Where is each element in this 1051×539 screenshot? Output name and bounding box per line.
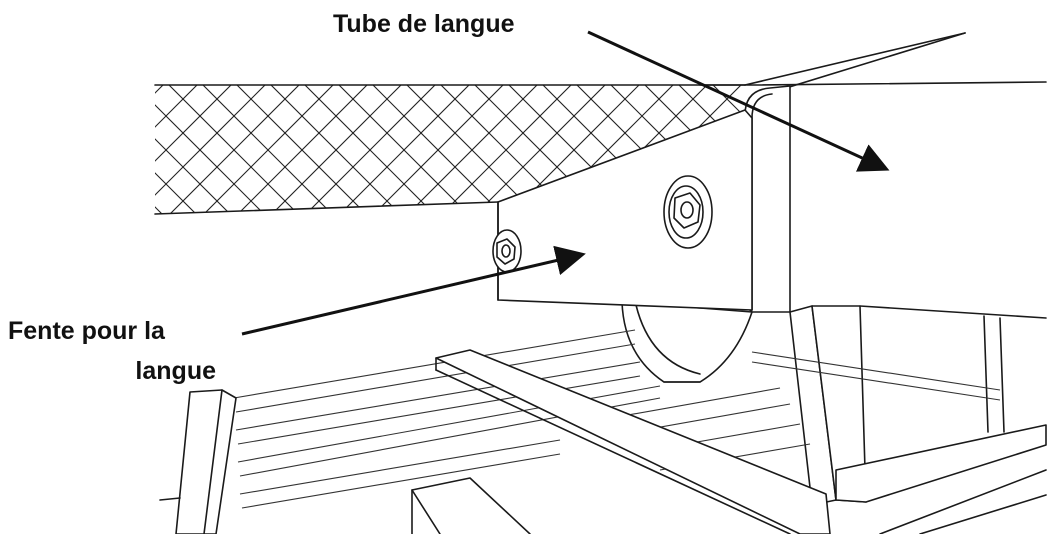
diagonal-rail: [435, 349, 831, 535]
mesh-hatch-line: [0, 60, 154, 240]
mesh-hatch-line: [211, 85, 393, 214]
label-fente-line2: langue: [135, 357, 216, 385]
mesh-hatch-line: [994, 60, 1051, 240]
slot-leader-arrow: [241, 245, 586, 336]
mesh-hatch-line: [926, 60, 1051, 240]
mesh-hatch-line: [926, 60, 1051, 240]
mesh-hatch-line: [858, 60, 1038, 240]
side-plate: [497, 109, 753, 311]
mesh-hatch-line: [1028, 60, 1051, 240]
mesh-hatch-line: [824, 60, 1004, 240]
floor-slats: [233, 329, 1001, 509]
mesh-hatch-line: [960, 60, 1051, 240]
mesh-hatch-line: [155, 85, 257, 214]
mesh-hatch-line: [155, 85, 325, 214]
mesh-hatch-line: [0, 60, 120, 240]
mesh-hatch-line: [155, 85, 291, 214]
frame-uprights: [789, 305, 1047, 535]
mesh-hatch-line: [790, 60, 970, 240]
mesh-hatch-line: [177, 85, 359, 214]
mesh-hatch-line: [0, 60, 154, 240]
mesh-hatch-line: [0, 60, 18, 240]
tongue-tube: [699, 32, 1047, 97]
mesh-hatch-line: [790, 60, 970, 240]
mesh-hatch-line: [892, 60, 1051, 240]
mesh-hatch-line: [0, 60, 120, 240]
label-fente-line1: Fente pour la: [8, 317, 166, 345]
mesh-hatch-line: [892, 60, 1051, 240]
mesh-hatch-line: [824, 60, 1004, 240]
label-tube-de-langue: Tube de langue: [333, 10, 515, 38]
mesh-hatch-line: [0, 60, 86, 240]
mesh-hatch-line: [155, 85, 189, 214]
mesh-hatch-line: [155, 85, 223, 214]
mesh-hatch-line: [0, 60, 52, 240]
tube-leader-arrow: [587, 30, 890, 172]
left-post: [175, 389, 237, 535]
mesh-hatch-line: [155, 85, 223, 214]
bolt-large: [663, 175, 713, 249]
roller-wheel: [621, 301, 753, 383]
mesh-hatch-line: [0, 60, 86, 240]
mesh-hatch-line: [0, 60, 18, 240]
mesh-hatch-line: [155, 85, 189, 214]
mesh-hatch-line: [687, 85, 745, 214]
mesh-hatch-line: [0, 60, 52, 240]
bolt-small: [492, 229, 522, 273]
mesh-hatch-line: [960, 60, 1051, 240]
mesh-hatch-line: [994, 60, 1051, 240]
mesh-hatch-line: [858, 60, 1038, 240]
mesh-hatch-line: [1028, 60, 1051, 240]
bottom-block: [159, 477, 531, 535]
